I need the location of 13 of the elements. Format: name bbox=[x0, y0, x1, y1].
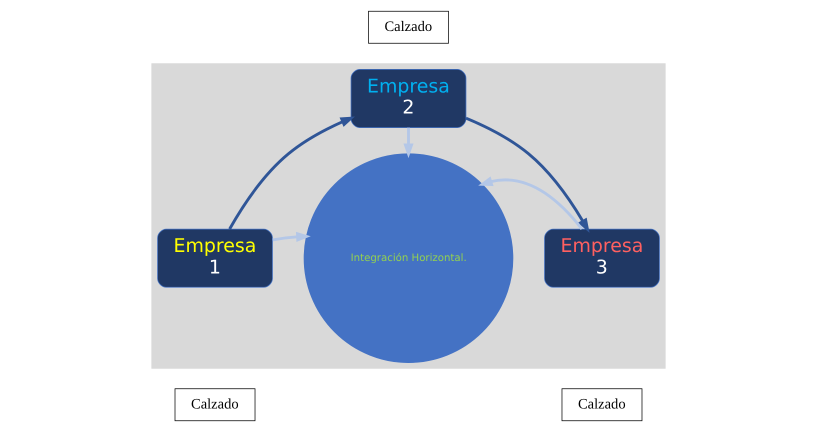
node-box: Empresa 1 bbox=[156, 228, 272, 288]
arrow bbox=[465, 116, 590, 233]
node-circle: Integración Horizontal. bbox=[303, 153, 513, 363]
arrow bbox=[478, 176, 583, 230]
node-box: Empresa 3 bbox=[544, 228, 660, 288]
node-box: Empresa 2 bbox=[350, 69, 466, 128]
cluster bbox=[150, 63, 666, 369]
node-box: Calzado bbox=[561, 388, 642, 422]
node-box: Calzado bbox=[368, 10, 448, 44]
arrow bbox=[228, 116, 354, 230]
arrow bbox=[272, 232, 310, 242]
node-box: Calzado bbox=[174, 388, 255, 422]
arrow bbox=[402, 128, 414, 158]
